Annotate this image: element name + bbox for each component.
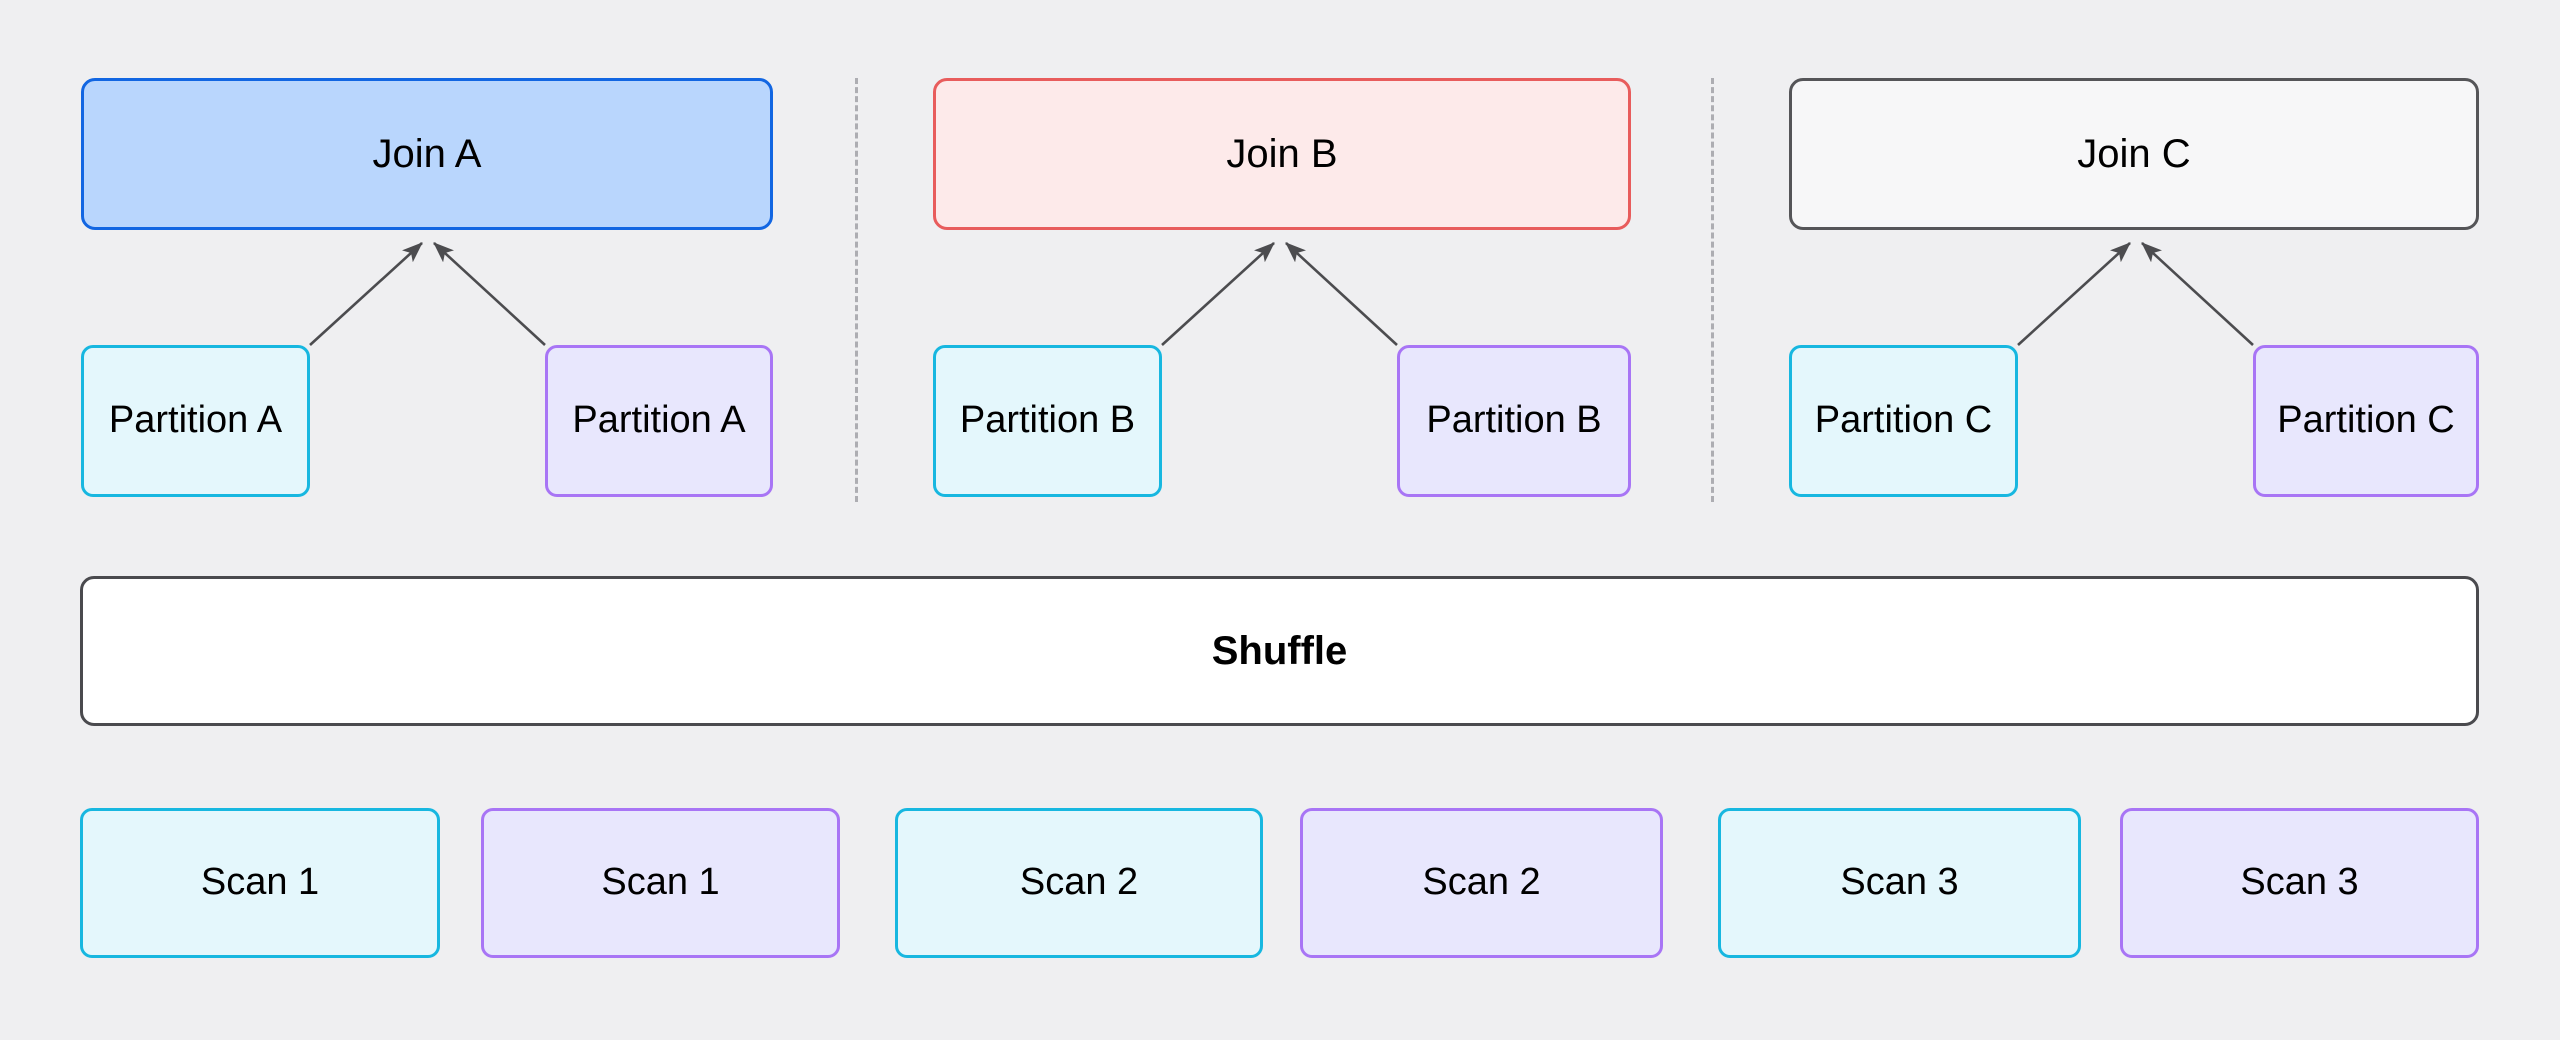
partition-node-c-purple[interactable]: Partition C — [2253, 345, 2479, 497]
scan-node-3-purple[interactable]: Scan 3 — [2120, 808, 2479, 958]
partition-node-b-cyan[interactable]: Partition B — [933, 345, 1162, 497]
scan-node-2-purple[interactable]: Scan 2 — [1300, 808, 1663, 958]
partition-node-b-cyan-label: Partition B — [959, 399, 1136, 442]
partition-node-a-purple[interactable]: Partition A — [545, 345, 773, 497]
join-node-a-label: Join A — [372, 132, 482, 176]
scan-node-1-cyan-label: Scan 1 — [200, 861, 320, 904]
scan-node-3-cyan-label: Scan 3 — [1840, 861, 1959, 904]
join-node-b[interactable]: Join B — [933, 78, 1631, 230]
scan-node-3-cyan[interactable]: Scan 3 — [1718, 808, 2081, 958]
join-node-c[interactable]: Join C — [1789, 78, 2479, 230]
edge-partition-a-purple-to-join-a — [433, 242, 546, 346]
edge-partition-c-cyan-to-join-c — [2017, 242, 2131, 346]
scan-node-1-cyan[interactable]: Scan 1 — [80, 808, 440, 958]
scan-node-3-purple-label: Scan 3 — [2240, 861, 2359, 904]
edge-partition-b-purple-to-join-b — [1285, 242, 1398, 346]
partition-node-b-purple-label: Partition B — [1426, 399, 1602, 442]
join-node-b-label: Join B — [1226, 132, 1338, 176]
edge-partition-b-cyan-to-join-b — [1161, 242, 1275, 346]
partition-node-c-cyan-label: Partition C — [1814, 399, 1993, 442]
partition-node-b-purple[interactable]: Partition B — [1397, 345, 1631, 497]
scan-node-1-purple-label: Scan 1 — [601, 861, 720, 904]
join-node-c-label: Join C — [2077, 132, 2191, 176]
partition-node-a-cyan[interactable]: Partition A — [81, 345, 310, 497]
edge-partition-a-cyan-to-join-a — [309, 242, 423, 346]
scan-node-1-purple[interactable]: Scan 1 — [481, 808, 840, 958]
scan-node-2-cyan[interactable]: Scan 2 — [895, 808, 1263, 958]
partition-node-a-purple-label: Partition A — [572, 399, 746, 442]
scan-node-2-cyan-label: Scan 2 — [1019, 861, 1139, 904]
scan-node-2-purple-label: Scan 2 — [1422, 861, 1541, 904]
join-node-a[interactable]: Join A — [81, 78, 773, 230]
partition-node-c-purple-label: Partition C — [2277, 399, 2455, 442]
group-divider-left — [855, 78, 858, 502]
partition-node-a-cyan-label: Partition A — [108, 399, 283, 442]
group-divider-right — [1711, 78, 1714, 502]
partition-node-c-cyan[interactable]: Partition C — [1789, 345, 2018, 497]
shuffle-node-label: Shuffle — [1211, 629, 1348, 673]
shuffle-node[interactable]: Shuffle — [80, 576, 2479, 726]
edge-partition-c-purple-to-join-c — [2141, 242, 2254, 346]
